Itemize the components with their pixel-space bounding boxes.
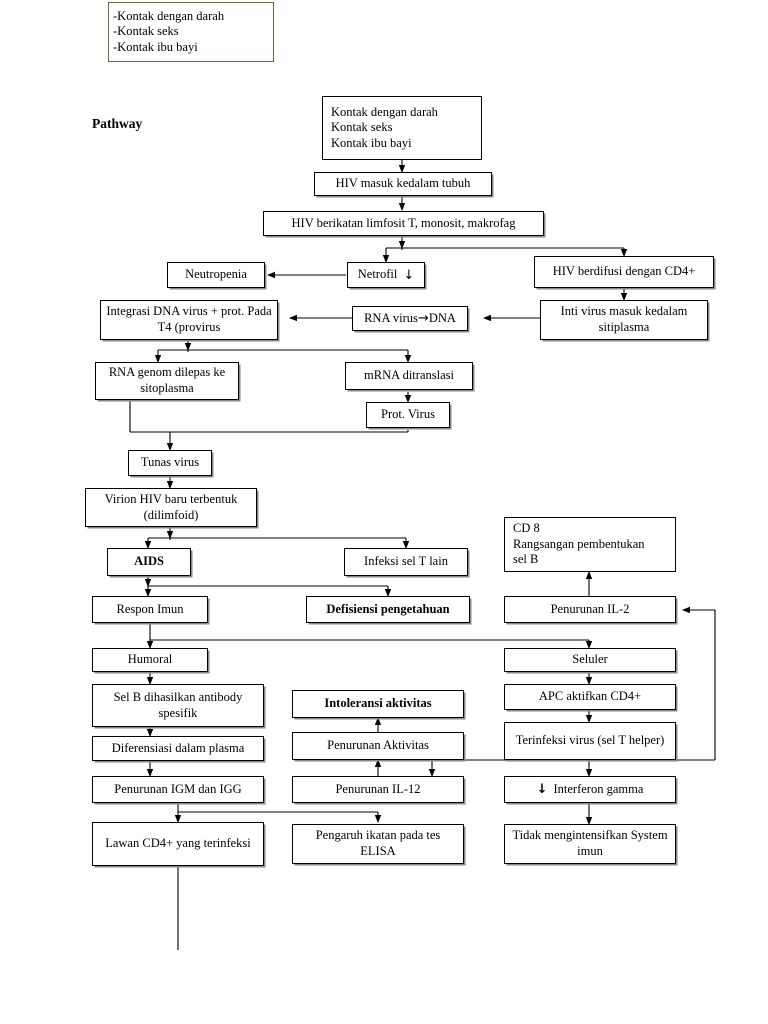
node-mrna-ditranslasi: mRNA ditranslasi	[345, 362, 473, 390]
node-apc-aktifkan-cd4: APC aktifkan CD4+	[504, 684, 676, 710]
node-tunas-virus: Tunas virus	[128, 450, 212, 476]
node-cd8-rangsangan: CD 8 Rangsangan pembentukan sel B	[504, 517, 676, 572]
node-penurunan-igm-label: Penurunan IGM dan IGG	[114, 781, 242, 796]
node-netrofil-label: Netrofil	[357, 267, 398, 282]
node-netrofil: Netrofil ↓	[347, 262, 425, 288]
node-rna-genom-label: RNA genom dilepas ke sitoplasma	[108, 365, 226, 395]
node-diferensiasi-dalam-plasma: Diferensiasi dalam plasma	[92, 736, 264, 761]
node-inti-virus-label: Inti virus masuk kedalam sitiplasma	[560, 304, 688, 334]
node-neutropenia: Neutropenia	[167, 262, 265, 288]
node-terinfeksi-virus-sel-t-helper: Terinfeksi virus (sel T helper)	[504, 722, 676, 760]
node-hiv-berdifusi-label: HIV berdifusi dengan CD4+	[552, 264, 696, 279]
node-pengaruh-ikatan-elisa: Pengaruh ikatan pada tes ELISA	[292, 824, 464, 864]
node-rna-genom-dilepas: RNA genom dilepas ke sitoplasma	[95, 362, 239, 400]
node-hiv-berdifusi-cd4: HIV berdifusi dengan CD4+	[534, 256, 714, 288]
node-hiv-masuk-label: HIV masuk kedalam tubuh	[335, 176, 471, 191]
node-aids-label: AIDS	[134, 554, 164, 569]
node-penurunan-aktivitas: Penurunan Aktivitas	[292, 732, 464, 760]
node-defisiensi-label: Defisiensi pengetahuan	[326, 601, 450, 616]
node-neutropenia-label: Neutropenia	[185, 267, 247, 282]
node-virion-label: Virion HIV baru terbentuk (dilimfoid)	[104, 491, 238, 522]
node-sel-b-antibody: Sel B dihasilkan antibody spesifik	[92, 684, 264, 727]
right-arrow-icon: →	[417, 311, 429, 326]
node-hiv-berikatan-label: HIV berikatan limfosit T, monosit, makro…	[291, 215, 516, 230]
node-seluler: Seluler	[504, 648, 676, 672]
down-arrow-icon: ↓	[403, 267, 415, 283]
node-kontak-line-3: Kontak ibu bayi	[331, 135, 412, 150]
node-apc-label: APC aktifkan CD4+	[538, 689, 642, 704]
node-respon-imun-label: Respon Imun	[116, 601, 184, 616]
node-virion-hiv-baru: Virion HIV baru terbentuk (dilimfoid)	[85, 488, 257, 527]
node-rna-virus-to-dna: RNA virus → DNA	[352, 306, 468, 331]
node-aids: AIDS	[107, 548, 191, 576]
node-cd8-line-1: CD 8	[513, 521, 540, 536]
node-tidak-mengintensifkan-system-imun: Tidak mengintensifkan System imun	[504, 824, 676, 864]
page-title: Pathway	[92, 116, 143, 131]
node-tunas-virus-label: Tunas virus	[140, 455, 200, 470]
node-kontak-line-1: Kontak dengan darah	[331, 104, 438, 119]
node-interferon-gamma: ↓ Interferon gamma	[504, 776, 676, 803]
node-penurunan-il12-label: Penurunan IL-12	[335, 781, 421, 796]
node-interferon-label: Interferon gamma	[553, 781, 644, 796]
node-infeksi-sel-t-label: Infeksi sel T lain	[364, 554, 448, 569]
node-elisa-label: Pengaruh ikatan pada tes ELISA	[315, 828, 441, 858]
node-respon-imun: Respon Imun	[92, 596, 208, 623]
node-defisiensi-pengetahuan: Defisiensi pengetahuan	[306, 596, 470, 623]
node-rna-virus-pre: RNA virus	[364, 310, 418, 325]
legend-line-2: -Kontak seks	[113, 24, 179, 39]
node-prot-virus: Prot. Virus	[366, 402, 450, 428]
node-humoral-label: Humoral	[127, 652, 173, 667]
node-penurunan-il2-label: Penurunan IL-2	[550, 601, 630, 616]
node-intoleransi-label: Intoleransi aktivitas	[324, 696, 432, 711]
node-terinfeksi-label: Terinfeksi virus (sel T helper)	[515, 733, 665, 748]
node-intoleransi-aktivitas: Intoleransi aktivitas	[292, 690, 464, 718]
node-humoral: Humoral	[92, 648, 208, 672]
node-lawan-cd4-terinfeksi: Lawan CD4+ yang terinfeksi	[92, 822, 264, 866]
node-penurunan-il2: Penurunan IL-2	[504, 596, 676, 623]
node-seluler-label: Seluler	[572, 652, 608, 667]
node-lawan-cd4-label: Lawan CD4+ yang terinfeksi	[105, 836, 251, 851]
node-integrasi-dna-label: Integrasi DNA virus + prot. Pada T4 (pro…	[106, 304, 272, 334]
node-infeksi-sel-t-lain: Infeksi sel T lain	[344, 548, 468, 576]
node-penurunan-aktivitas-label: Penurunan Aktivitas	[327, 738, 429, 753]
node-hiv-berikatan: HIV berikatan limfosit T, monosit, makro…	[263, 211, 544, 236]
node-mrna-label: mRNA ditranslasi	[364, 368, 454, 383]
legend-line-3: -Kontak ibu bayi	[113, 39, 198, 54]
node-hiv-masuk-kedalam-tubuh: HIV masuk kedalam tubuh	[314, 172, 492, 196]
node-diferensiasi-label: Diferensiasi dalam plasma	[111, 740, 245, 755]
node-penurunan-igm-igg: Penurunan IGM dan IGG	[92, 776, 264, 803]
node-tidak-mengintensifkan-label: Tidak mengintensifkan System imun	[512, 828, 668, 858]
node-rna-virus-post: DNA	[428, 310, 456, 325]
node-kontak: Kontak dengan darah Kontak seks Kontak i…	[322, 96, 482, 160]
legend-line-1: -Kontak dengan darah	[113, 8, 225, 23]
node-kontak-line-2: Kontak seks	[331, 120, 393, 135]
node-inti-virus-masuk: Inti virus masuk kedalam sitiplasma	[540, 300, 708, 340]
node-cd8-line-3: sel B	[513, 552, 539, 567]
node-penurunan-il12: Penurunan IL-12	[292, 776, 464, 803]
node-integrasi-dna-virus: Integrasi DNA virus + prot. Pada T4 (pro…	[100, 300, 278, 340]
node-sel-b-label: Sel B dihasilkan antibody spesifik	[113, 689, 243, 720]
node-prot-virus-label: Prot. Virus	[381, 407, 435, 422]
transmission-routes-legend: -Kontak dengan darah -Kontak seks -Konta…	[108, 2, 274, 62]
down-arrow-icon: ↓	[536, 782, 548, 797]
node-cd8-line-2: Rangsangan pembentukan	[513, 536, 645, 551]
